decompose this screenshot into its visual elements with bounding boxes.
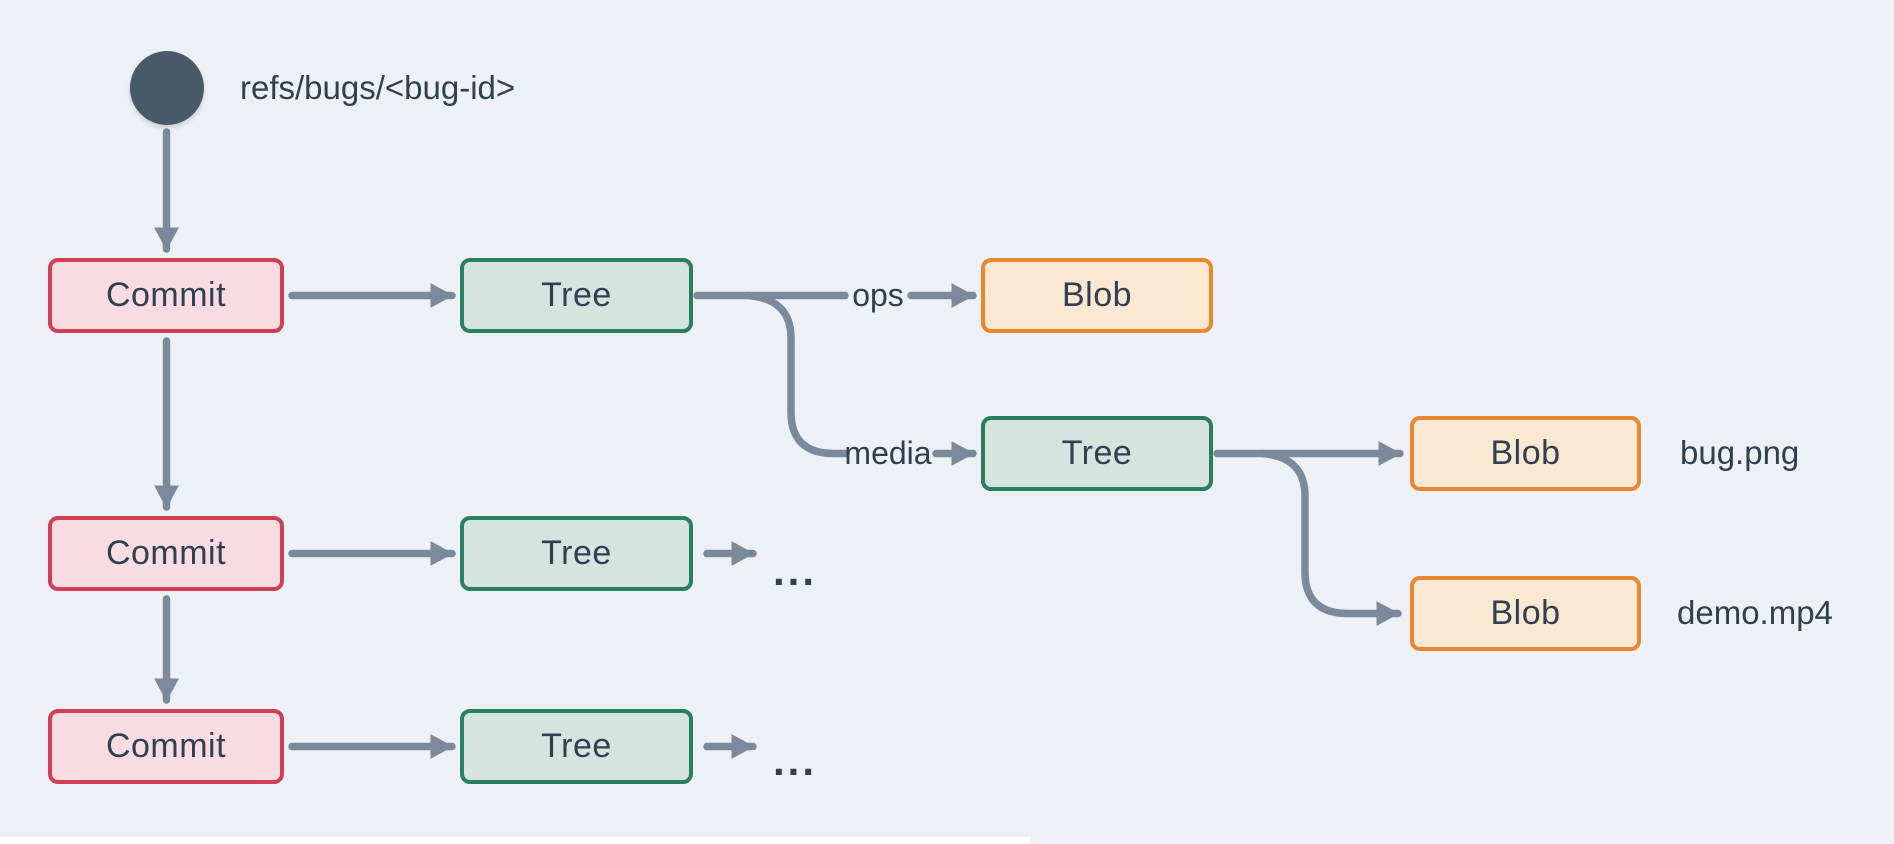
node-tree-2-label: Tree (541, 534, 612, 572)
node-tree-2: Tree (460, 516, 693, 591)
node-commit-1: Commit (48, 258, 284, 333)
node-commit-2-label: Commit (105, 534, 227, 572)
node-tree-media-label: Tree (1061, 434, 1133, 472)
node-tree-3-label: Tree (541, 727, 612, 765)
edge-label-ops: ops (852, 277, 904, 313)
ref-label: refs/bugs/<bug-id> (240, 69, 516, 106)
node-commit-2: Commit (48, 516, 284, 591)
page-bottom-edge (0, 837, 1030, 844)
file-label-bug-png: bug.png (1680, 434, 1800, 471)
ref-dot-icon (130, 51, 204, 125)
node-tree-3: Tree (460, 709, 693, 784)
node-blob-bug-png-label: Blob (1490, 434, 1561, 472)
node-blob-ops: Blob (981, 258, 1213, 333)
node-blob-ops-label: Blob (1061, 276, 1133, 314)
node-tree-1: Tree (460, 258, 693, 333)
node-commit-3-label: Commit (105, 727, 227, 765)
ellipsis-row2: ... (773, 547, 818, 594)
edge-mediatree-branch-to-blob-demo (1258, 449, 1402, 626)
node-commit-1-label: Commit (105, 276, 227, 314)
ellipsis-row3: ... (773, 737, 818, 784)
node-blob-demo-mp4-label: Blob (1490, 594, 1561, 632)
edge-label-media: media (844, 435, 932, 471)
node-tree-media: Tree (981, 416, 1213, 491)
node-commit-3: Commit (48, 709, 284, 784)
file-label-demo-mp4: demo.mp4 (1677, 594, 1833, 631)
node-blob-bug-png: Blob (1410, 416, 1641, 491)
node-tree-1-label: Tree (541, 276, 612, 314)
node-blob-demo-mp4: Blob (1410, 576, 1641, 651)
edge-tree1-branch-to-media-label (744, 291, 850, 458)
